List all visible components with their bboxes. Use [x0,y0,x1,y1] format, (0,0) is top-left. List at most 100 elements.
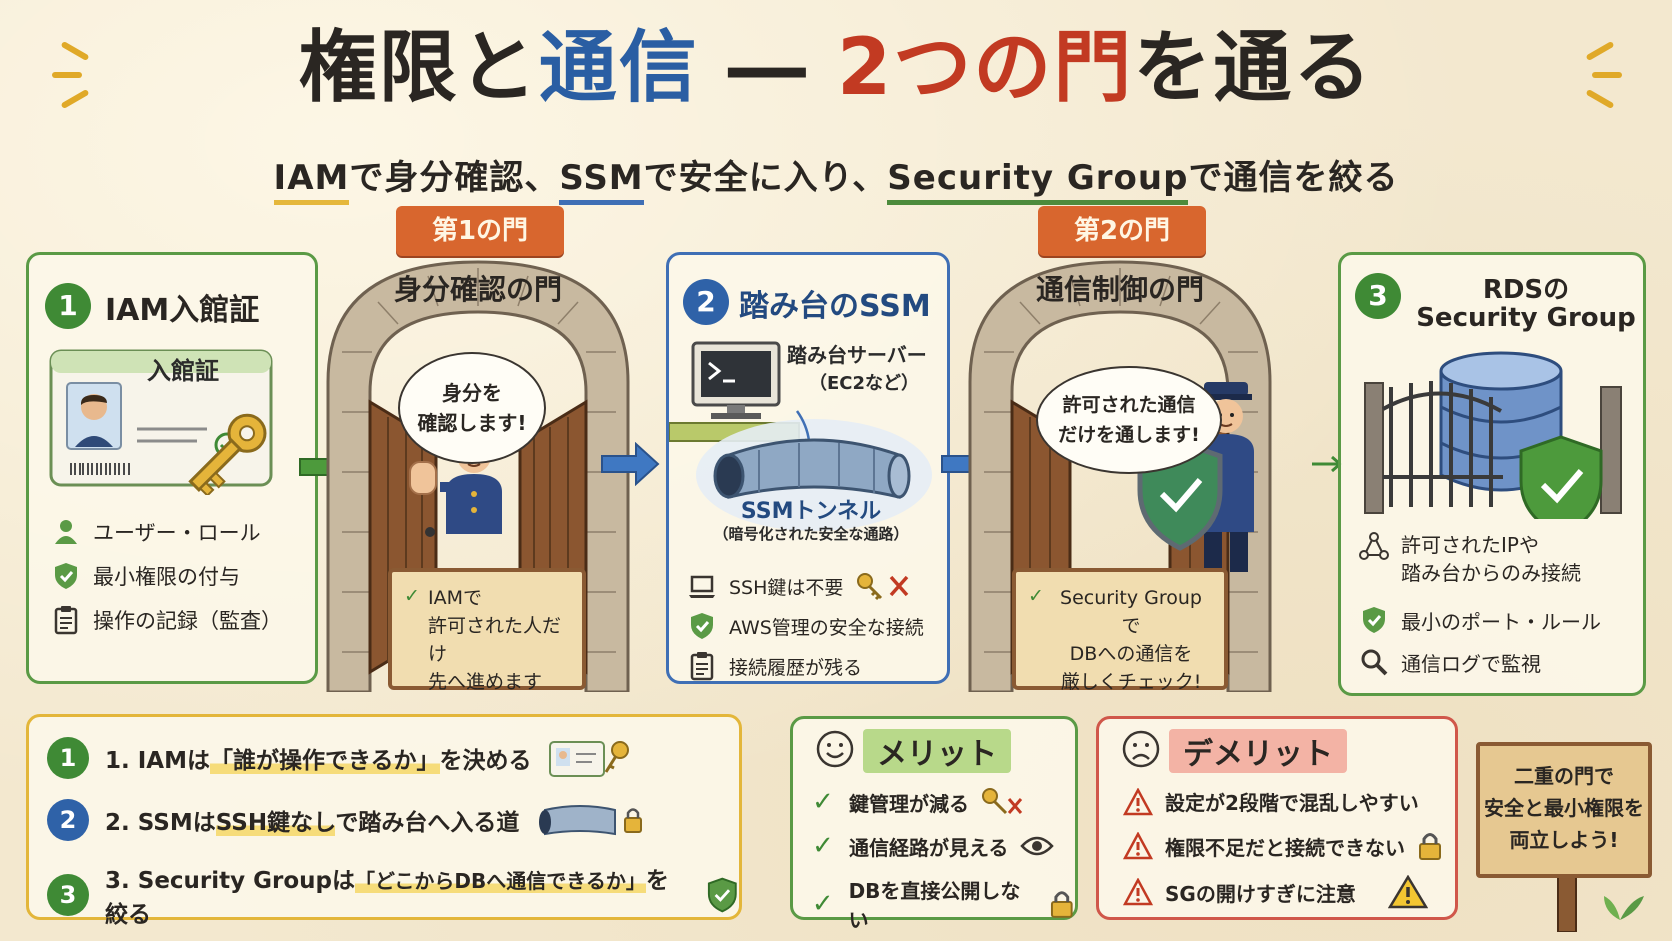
check-icon: ✓ [812,831,834,861]
merit-item-no-public-db: ✓ DBを直接公開しない [809,875,1075,933]
step-number-badge: 3 [47,874,89,916]
user-icon [55,520,77,544]
merit-item-label: DBを直接公開しない [848,879,1021,932]
iam-item-label: 最小権限の付与 [93,565,240,589]
rds-item-allowed-ip: 許可されたIPや 踏み台からのみ接続 [1359,531,1581,587]
check-icon: ✓ [812,787,834,817]
rds-item-label: 許可されたIPや 踏み台からのみ接続 [1401,533,1581,585]
ssm-item-label: AWS管理の安全な接続 [729,616,924,639]
gate-2-sign: ✓ Security Groupで DBへの通信を 厳しくチェック! [1012,568,1228,693]
demerit-item-label: 権限不足だと接続できない [1165,835,1405,860]
demerit-title: デメリット [1169,729,1347,773]
gate-2-speech-bubble: 許可された通信 だけを通します! [1036,366,1222,474]
merit-item-visible-path: ✓ 通信経路が見える [809,831,1055,861]
laptop-icon [689,575,715,598]
panel-iam-title: IAM入館証 [105,293,260,328]
signpost-illustration [1557,869,1644,932]
page-subtitle: IAMで身分確認、SSMで安全に入り、Security Groupで通信を絞る [0,150,1672,205]
gate-1-banner: 第1の門 [396,206,564,256]
id-card-key-icon [548,741,629,777]
ssm-item-label: SSH鍵は不要 [729,576,844,599]
gate-2-label: 通信制御の門 [1035,273,1204,306]
key-crossed-icon [857,573,909,601]
subtitle-security-group: Security Group [887,158,1189,205]
rds-item-min-port: 最小のポート・ルール [1359,605,1601,635]
iam-item-user-role: ユーザー・ロール [51,517,261,547]
summary-highlight: 「どこからDBへ通信できるか」 [355,869,646,893]
subtitle-text: で身分確認、 [349,158,560,198]
ssm-item-aws-managed: AWS管理の安全な接続 [687,611,924,641]
demerit-item-permission-denied: 権限不足だと接続できない [1123,831,1443,861]
title-part-pass: を通る [1133,23,1374,113]
summary-text: を決める [439,748,532,774]
shield-check-icon [1363,607,1385,633]
eye-icon [1020,836,1055,856]
title-part-communication: 通信 [538,23,699,113]
demerit-item-label: SGの開けすぎに注意 [1165,881,1356,906]
panel-ssm-title: 踏み台のSSM [739,289,931,324]
gate-1-sign-text: IAMで 許可された人だけ 先へ進めます [428,587,562,693]
clipboard-icon [54,606,78,635]
panel-merit: メリット ✓ 鍵管理が減る ✓ 通信経路が見える ✓ DBを直接公開しない [790,716,1078,932]
ssm-tunnel-icon [696,410,932,531]
gate-1-label: 身分確認の門 [393,273,562,306]
smile-icon [816,730,854,768]
step-number-badge: 1 [45,283,91,329]
check-icon: ✓ [404,585,420,607]
summary-highlight: 「誰が操作できるか」 [210,748,440,774]
arrow-right-icon [601,442,660,486]
summary-text: を絞る [105,868,669,928]
tunnel-sublabel: （暗号化された安全な通路） [713,525,909,543]
panel-iam: 1 IAM入館証 入館証 ユ [26,252,318,684]
server-label: 踏み台サーバー [787,343,927,367]
ssm-item-history: 接続履歴が残る [687,651,862,681]
title-dash: ― [698,23,838,113]
summary-text: 1. IAMは [105,748,210,774]
step-number-badge: 2 [47,799,89,841]
panel-rds: 3 RDSの Security Group 許可されたIPや 踏み台からのみ接続… [1338,252,1646,696]
subtitle-ssm: SSM [559,158,644,205]
key-crossed-icon [982,788,1023,815]
warning-icon [1123,878,1153,906]
database-fence-icon [1364,351,1622,519]
clipboard-icon [690,652,714,681]
id-card-label: 入館証 [147,357,219,385]
merit-title: メリット [863,729,1011,773]
summary-text: で踏み台へ入る道 [335,810,520,836]
iam-item-audit-log: 操作の記録（監査） [51,605,282,635]
check-icon: ✓ [1028,585,1044,607]
shield-check-icon [708,877,738,913]
gate-2-banner: 第2の門 [1038,206,1206,256]
gate-1-sign: ✓ IAMで 許可された人だけ 先へ進めます [388,568,586,693]
title-part-two-gates: 2つの門 [837,23,1134,113]
merit-item-label: 鍵管理が減る [849,791,969,816]
network-icon [1359,532,1389,560]
spark-decoration [52,72,82,78]
id-card-icon [49,349,273,495]
tunnel-label: SSMトンネル [740,499,882,524]
check-icon: ✓ [811,889,834,919]
ssm-item-no-ssh-key: SSH鍵は不要 [687,571,915,601]
iam-item-label: ユーザー・ロール [93,521,261,545]
page-title: 権限と通信 ― 2つの門を通る [0,18,1672,118]
rds-item-log-monitor: 通信ログで監視 [1359,647,1541,677]
magnifier-icon [1361,649,1388,676]
panel-summary: 1 1. IAMは「誰が操作できるか」を決める 2 2. SSMはSSH鍵なしで… [26,714,742,928]
sad-face-icon [1122,730,1160,768]
panel-rds-title-line1: RDSの [1482,275,1570,305]
step-number-badge: 2 [683,279,729,325]
gate-1-speech-bubble: 身分を 確認します! [398,352,546,464]
summary-text: 2. SSMは [105,810,216,836]
spark-decoration [1592,72,1622,78]
step-number-badge: 1 [47,737,89,779]
title-part-authority: 権限と [298,23,539,113]
panel-rds-title-line2: Security Group [1416,303,1636,333]
rds-item-label: 最小のポート・ルール [1401,609,1601,634]
rds-item-label: 通信ログで監視 [1401,651,1541,676]
caution-sign-icon [1387,875,1428,909]
summary-row-ssm: 2 2. SSMはSSH鍵なしで踏み台へ入る道 [47,799,645,841]
demerit-item-complex-config: 設定が2段階で混乱しやすい [1123,787,1419,816]
iam-item-least-privilege: 最小権限の付与 [51,561,240,591]
summary-row-sg: 3 3. Security Groupは「どこからDBへ通信できるか」を絞る [47,861,739,929]
subtitle-iam: IAM [273,158,350,205]
